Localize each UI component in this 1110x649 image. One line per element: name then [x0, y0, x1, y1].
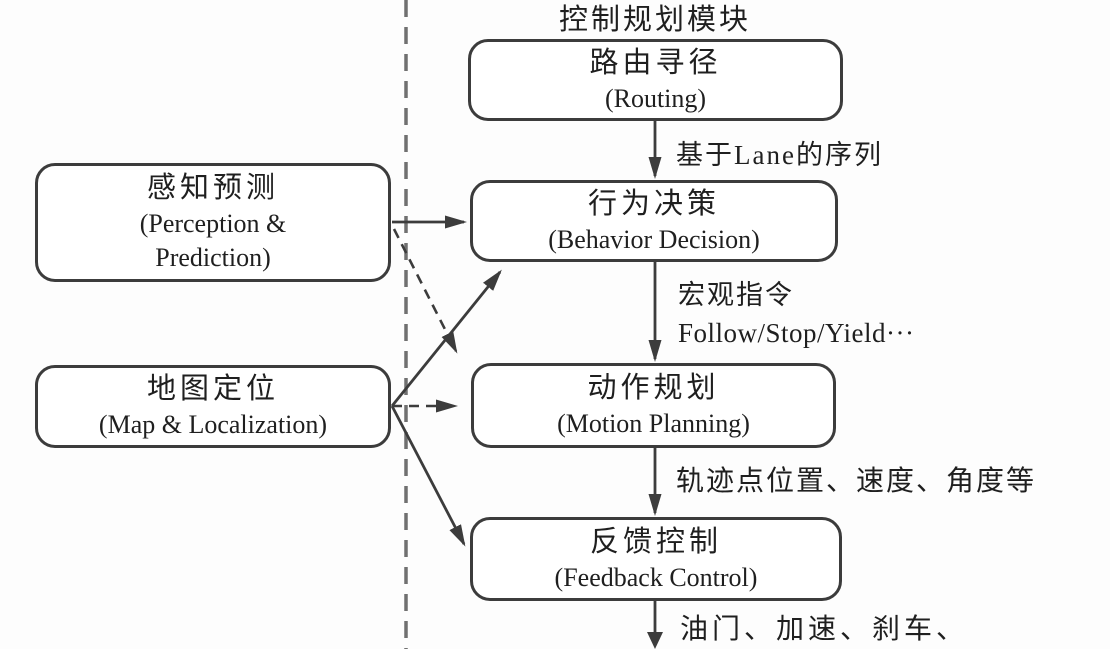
node-map-label-en: (Map & Localization) — [98, 410, 328, 439]
edge-label-macro-command-en: Follow/Stop/Yield··· — [678, 318, 915, 348]
edge-label-lane-sequence: 基于Lane的序列 — [676, 140, 883, 170]
node-behavior-label-zh: 行为决策 — [587, 187, 720, 220]
arrow-map-to-feedback — [390, 405, 466, 547]
node-routing-label-zh: 路由寻径 — [589, 46, 722, 79]
node-perception-label-en1: (Perception & — [139, 209, 287, 238]
diagram-title: 控制规划模块 — [558, 4, 751, 36]
node-motion-label-zh: 动作规划 — [587, 372, 720, 404]
node-map-localization: 地图定位 (Map & Localization) — [35, 365, 391, 448]
node-map-label-zh: 地图定位 — [146, 373, 279, 405]
node-perception-label-en2: Prediction) — [155, 243, 271, 272]
arrow-perception-to-motion-dashed — [392, 228, 458, 354]
edge-label-throttle-brake: 油门、加速、刹车、 — [680, 614, 969, 645]
node-behavior-decision: 行为决策 (Behavior Decision) — [470, 180, 838, 262]
arrow-feedback-output-head — [647, 632, 663, 649]
node-feedback-label-en: (Feedback Control) — [554, 562, 758, 592]
edge-label-macro-command: 宏观指令 Follow/Stop/Yield··· — [678, 276, 915, 352]
node-routing-label-en: (Routing) — [604, 83, 707, 113]
node-perception-label-zh: 感知预测 — [146, 172, 279, 204]
node-motion-planning: 动作规划 (Motion Planning) — [471, 363, 836, 448]
edge-label-trajectory-points: 轨迹点位置、速度、角度等 — [676, 466, 1037, 497]
node-feedback-label-zh: 反馈控制 — [589, 525, 722, 558]
node-routing: 路由寻径 (Routing) — [468, 39, 843, 121]
node-behavior-label-en: (Behavior Decision) — [548, 224, 760, 254]
edge-label-macro-command-zh: 宏观指令 — [678, 280, 794, 310]
node-perception-prediction: 感知预测 (Perception & Prediction) — [35, 163, 391, 282]
node-feedback-control: 反馈控制 (Feedback Control) — [470, 517, 842, 601]
node-motion-label-en: (Motion Planning) — [557, 409, 750, 438]
